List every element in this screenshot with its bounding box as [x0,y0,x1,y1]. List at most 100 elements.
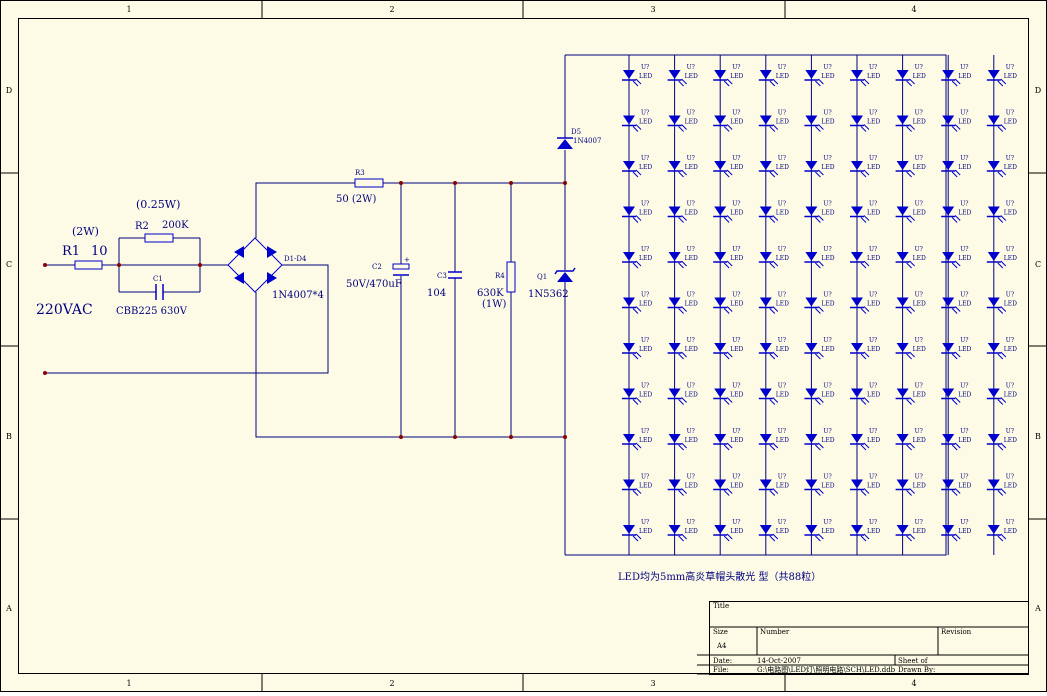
led-emission-arrow [909,169,915,176]
led-emission-arrow [678,308,684,314]
led-ref-label: U? [641,337,649,344]
led-ref-label: U? [915,428,923,435]
led: U?LED [713,246,744,269]
led-triangle [896,343,909,352]
col-label-top-4: 4 [911,5,916,14]
led-value-label: LED [867,119,880,126]
led-value-label: LED [776,483,789,490]
led-value-label: LED [776,392,789,399]
r4-power-label: (1W) [482,299,507,310]
led: U?LED [986,474,1017,496]
led-array: U?LEDU?LEDU?LEDU?LEDU?LEDU?LEDU?LEDU?LED… [622,55,1017,555]
led-emission-arrow [1000,397,1007,403]
led-value-label: LED [730,392,743,399]
led-value-label: LED [685,119,698,126]
led-emission-arrow [951,535,958,542]
led-emission-arrow [635,215,642,221]
led-ref-label: U? [778,519,786,526]
led-value-label: LED [821,528,834,535]
resistor-r2-body [144,233,174,243]
resistor-r4: R4 630K (1W) [477,261,516,310]
led-triangle [942,525,955,534]
led-value-label: LED [730,119,743,126]
led-triangle [623,206,635,216]
led-emission-arrow [723,399,730,405]
led-emission-arrow [863,215,870,221]
led-emission-arrow [906,217,912,223]
led-emission-arrow [863,351,870,358]
led-value-label: LED [776,346,789,353]
led-emission-arrow [772,351,779,358]
led: U?LED [758,110,789,132]
led-emission-arrow [1000,306,1007,312]
led-value-label: LED [685,73,698,80]
led-emission-arrow [635,260,642,267]
led-emission-arrow [632,399,639,405]
led-value-label: LED [776,164,789,171]
led-emission-arrow [997,262,1004,269]
led-emission-arrow [678,217,684,223]
r2-power-label: (0.25W) [136,198,180,211]
led-triangle [987,206,1000,216]
bridge-diode-4 [267,272,277,284]
led-value-label: LED [821,119,834,126]
led-triangle [623,115,635,125]
led-emission-arrow [723,308,730,314]
led-emission-arrow [860,126,867,132]
led-triangle [851,161,863,170]
led-ref-label: U? [687,246,695,253]
led: U?LED [850,110,880,132]
led-value-label: LED [1004,210,1017,217]
led-value-label: LED [913,255,926,262]
led: U?LED [850,519,880,542]
led-emission-arrow [678,444,684,451]
led-ref-label: U? [960,428,968,435]
junction-dot [453,181,457,185]
r4-value-label: 630K [477,288,504,299]
led: U?LED [804,64,835,87]
bridge-rectifier: D1-D4 1N4007*4 [227,237,324,301]
led: U?LED [622,519,652,542]
led-value-label: LED [867,210,880,217]
led: U?LED [941,64,972,87]
led-value-label: LED [821,210,834,217]
led-emission-arrow [769,490,776,496]
led: U?LED [941,474,972,496]
row-label-left-a: A [5,604,12,613]
led: U?LED [895,64,926,87]
led-emission-arrow [726,488,733,494]
led-ref-label: U? [687,519,695,526]
led-triangle [896,434,909,443]
led: U?LED [667,155,698,178]
led-triangle [896,161,909,170]
led-emission-arrow [815,399,821,405]
led: U?LED [713,292,744,314]
led-value-label: LED [730,301,743,308]
led-value-label: LED [958,73,971,80]
led-emission-arrow [769,171,776,178]
led-triangle [805,388,818,398]
led: U?LED [850,246,880,269]
led: U?LED [667,201,698,223]
led-value-label: LED [685,483,698,490]
led-triangle [851,343,863,352]
led-emission-arrow [951,80,958,87]
led: U?LED [941,519,972,542]
r2-ref-label: R2 [135,221,149,232]
led-ref-label: U? [687,337,695,344]
led-emission-arrow [635,78,642,85]
led-column: U?LEDU?LEDU?LEDU?LEDU?LEDU?LEDU?LEDU?LED… [850,55,880,555]
led-triangle [759,115,772,125]
led-ref-label: U? [915,64,923,71]
junction-dot [509,181,513,185]
led: U?LED [850,383,880,405]
led: U?LED [895,474,926,496]
led-emission-arrow [818,533,824,540]
led: U?LED [622,383,652,405]
led-triangle [714,161,727,170]
led: U?LED [622,428,652,451]
led-emission-arrow [954,78,961,85]
col-label-bottom-4: 4 [911,679,916,688]
led-emission-arrow [681,351,687,358]
led-ref-label: U? [732,201,740,208]
